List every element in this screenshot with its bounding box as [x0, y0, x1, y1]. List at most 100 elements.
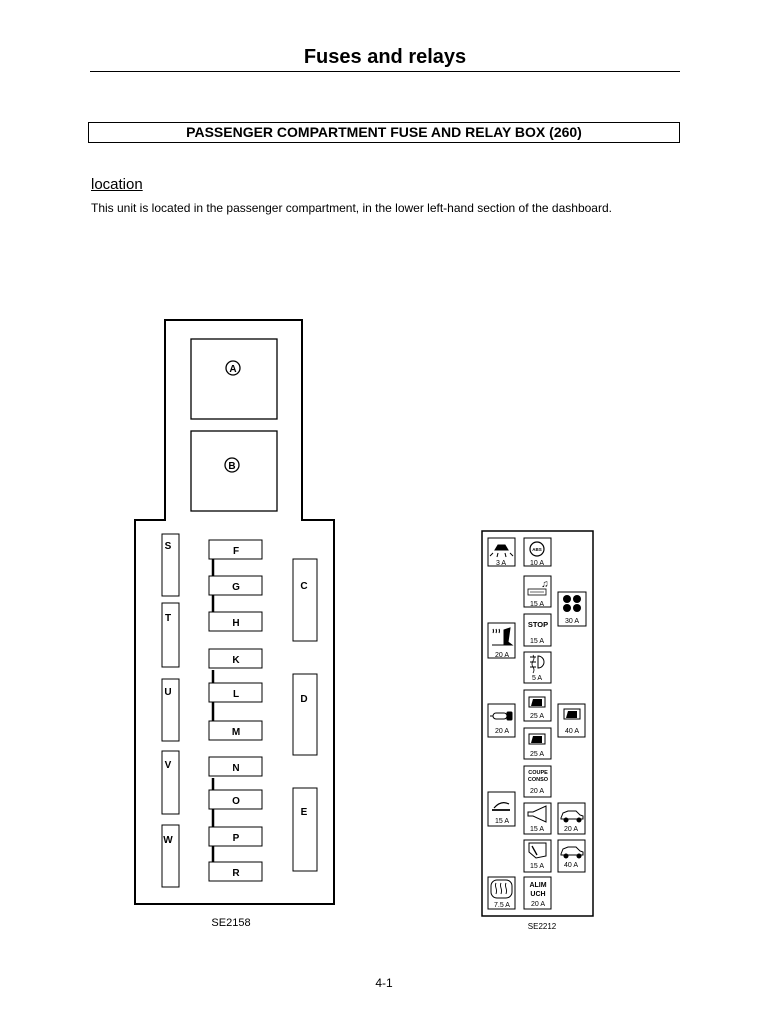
slot-w-label: W [163, 835, 173, 846]
fuse-cell-heated-seat [487, 622, 516, 659]
fuse-rating-lighter: 20 A [495, 728, 509, 735]
fuse-m-label: M [232, 727, 240, 738]
fuse-rating-window-lift-1: 25 A [530, 713, 544, 720]
fuse-rating-car-20a: 20 A [564, 826, 578, 833]
location-text: This unit is located in the passenger co… [91, 201, 612, 215]
fuse-m [208, 720, 263, 741]
interior-light-icon [489, 544, 514, 558]
fuse-g [208, 575, 263, 596]
fuse-o [208, 789, 263, 810]
relay-b-marker [224, 457, 240, 473]
cigar-lighter-icon [490, 711, 513, 721]
diagram-right-caption: SE2212 [528, 922, 557, 931]
fuse-p [208, 826, 263, 847]
slot-v [161, 750, 180, 815]
fuse-k [208, 648, 263, 669]
window-lift-icon [528, 696, 546, 708]
heated-seat-icon [492, 627, 514, 646]
fuse-cell-coupe-conso [523, 765, 552, 798]
alim-uch-label-1: ALIM [529, 882, 546, 889]
relay-a [190, 338, 278, 420]
fuse-cell-stop [523, 613, 552, 647]
slot-s [161, 533, 180, 597]
fuse-n-label: N [232, 763, 239, 774]
fuse-f-label: F [233, 546, 239, 557]
fuse-g-label: G [232, 582, 240, 593]
fuse-rating-heated-seat: 20 A [495, 652, 509, 659]
slot-d [292, 673, 318, 756]
relay-a-label: A [229, 364, 236, 375]
fog-light-icon [530, 654, 545, 674]
fuse-rating-3a: 3 A [496, 560, 506, 567]
relay-a-marker [225, 360, 241, 376]
page-title: Fuses and relays [303, 46, 467, 68]
fuse-n [208, 756, 263, 777]
fan-icon [563, 595, 581, 612]
fuse-o-label: O [232, 796, 240, 807]
car-icon [560, 810, 584, 823]
fuse-r [208, 861, 263, 882]
fuse-rating-horn: 15 A [530, 826, 544, 833]
fuse-p-label: P [233, 833, 240, 844]
svg-text:♫: ♫ [541, 579, 549, 590]
slot-s-label: S [165, 541, 172, 552]
fuse-rating-fan: 30 A [565, 618, 579, 625]
fuse-rating-fog: 5 A [532, 675, 542, 682]
diagram-left-caption: SE2158 [211, 917, 250, 929]
fuse-r-label: R [232, 868, 240, 879]
slot-d-label: D [300, 694, 307, 705]
fuse-cell-3a [487, 537, 516, 567]
fuse-h [208, 611, 263, 632]
fuse-k-label: K [232, 655, 240, 666]
fuse-rating-abs: 10 A [530, 560, 544, 567]
location-heading: location [91, 176, 143, 193]
fuse-rating-wiper: 15 A [495, 818, 509, 825]
slot-u-label: U [164, 687, 171, 698]
fuse-cell-fan [557, 591, 587, 627]
window-lift-icon [528, 733, 546, 745]
wiper-icon [492, 802, 510, 811]
fuse-rating-radio: 15 A [530, 601, 544, 608]
horn-icon [527, 805, 547, 823]
fuse-rating-car-40a: 40 A [564, 862, 578, 869]
fuse-cell-wiper [487, 791, 516, 827]
window-lift-icon [563, 708, 581, 720]
rear-wiper-icon [528, 842, 547, 859]
slot-e-label: E [301, 807, 308, 818]
slot-c [292, 558, 318, 642]
slot-u [161, 678, 180, 742]
relay-b-label: B [228, 461, 235, 472]
coupe-conso-label-2: CONSO [528, 777, 549, 783]
fuse-l-label: L [233, 689, 239, 700]
fuse-f [208, 539, 263, 560]
slot-t-label: T [165, 613, 171, 624]
fuse-l [208, 682, 263, 703]
slot-t [161, 602, 180, 668]
slot-e [292, 787, 318, 872]
slot-v-label: V [165, 760, 172, 771]
fuse-rating-alim-uch: 20 A [531, 901, 545, 908]
fuse-rating-heated-rear-screen: 7.5 A [494, 902, 510, 909]
fuse-cell-alim-uch [523, 876, 552, 910]
fuse-rating-stop: 15 A [530, 638, 544, 645]
fuse-rating-coupe-conso: 20 A [530, 788, 544, 795]
title-divider [90, 71, 680, 72]
page-number: 4-1 [375, 976, 393, 990]
fuse-rating-rear-wiper: 15 A [530, 863, 544, 870]
coupe-conso-label-1: COUPE [528, 770, 548, 776]
abs-icon-label: ABS [532, 547, 542, 552]
stop-label: STOP [528, 620, 548, 629]
alim-uch-label-2: UCH [530, 891, 545, 898]
section-title: PASSENGER COMPARTMENT FUSE AND RELAY BOX… [88, 122, 680, 143]
slot-w [161, 824, 180, 888]
radio-icon: ♫ [527, 579, 549, 596]
car-icon [560, 846, 584, 859]
fuse-rating-window-lift-40: 40 A [565, 728, 579, 735]
fuse-rating-window-lift-2: 25 A [530, 751, 544, 758]
fuse-h-label: H [232, 618, 239, 629]
slot-c-label: C [300, 581, 307, 592]
heated-rear-screen-icon [490, 879, 513, 899]
abs-icon: ABS [529, 541, 545, 557]
